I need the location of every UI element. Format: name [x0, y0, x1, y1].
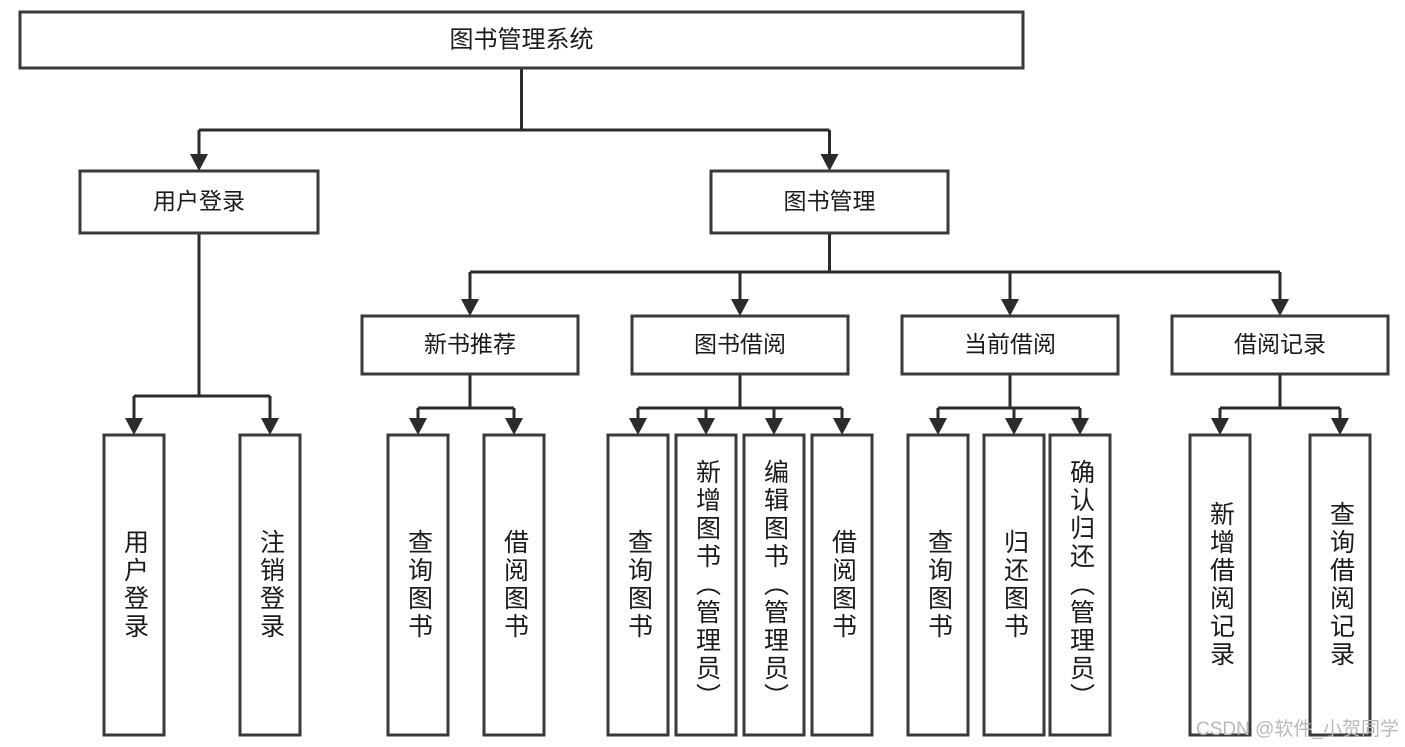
arrow-head-leaf-user-logout: [261, 418, 279, 435]
arrow-head-leaf-borrow-book-2: [833, 418, 851, 435]
node-box-leaf-edit-book[interactable]: [742, 433, 806, 737]
node-label-login: 用户登录: [153, 188, 245, 214]
node-box-leaf-borrow-book-1[interactable]: [482, 433, 546, 737]
node-box-leaf-user-logout[interactable]: [238, 433, 302, 737]
node-box-leaf-add-book[interactable]: [674, 433, 738, 737]
arrow-head-leaf-user-login: [125, 418, 143, 435]
node-box-root[interactable]: [18, 10, 1025, 70]
watermark-text: CSDN @软件_小贺同学: [1196, 719, 1399, 740]
node-label-root: 图书管理系统: [450, 26, 594, 53]
node-box-borrow[interactable]: [630, 314, 850, 376]
node-box-leaf-confirm-return[interactable]: [1048, 433, 1112, 737]
arrow-head-leaf-add-record: [1211, 418, 1229, 435]
node-box-current[interactable]: [900, 314, 1120, 376]
node-box-leaf-add-record[interactable]: [1188, 433, 1252, 737]
arrow-head-leaf-query-record: [1331, 418, 1349, 435]
node-label-newbook: 新书推荐: [424, 331, 516, 357]
arrow-head-login: [190, 154, 208, 171]
node-box-layer: [18, 10, 1390, 737]
arrow-head-current: [1001, 299, 1019, 316]
node-box-leaf-query-book-1[interactable]: [386, 433, 450, 737]
node-box-leaf-return-book[interactable]: [982, 433, 1046, 737]
arrow-head-leaf-query-book-2: [629, 418, 647, 435]
node-box-login[interactable]: [78, 169, 320, 235]
arrow-head-leaf-edit-book: [765, 418, 783, 435]
node-label-borrow: 图书借阅: [694, 331, 786, 357]
connector-layer: [125, 68, 1349, 435]
node-box-newbook[interactable]: [360, 314, 580, 376]
arrow-head-leaf-query-book-1: [409, 418, 427, 435]
arrow-head-leaf-borrow-book-1: [505, 418, 523, 435]
arrow-head-leaf-query-book-3: [929, 418, 947, 435]
node-label-bookmgmt: 图书管理: [784, 188, 876, 214]
node-box-leaf-query-record[interactable]: [1308, 433, 1372, 737]
arrow-head-records: [1271, 299, 1289, 316]
node-label-records: 借阅记录: [1234, 331, 1326, 357]
node-box-leaf-query-book-3[interactable]: [906, 433, 970, 737]
node-box-leaf-borrow-book-2[interactable]: [810, 433, 874, 737]
node-label-current: 当前借阅: [964, 331, 1056, 357]
node-box-records[interactable]: [1170, 314, 1390, 376]
arrow-head-leaf-add-book: [697, 418, 715, 435]
node-box-leaf-query-book-2[interactable]: [606, 433, 670, 737]
arrow-head-newbook: [461, 299, 479, 316]
node-box-leaf-user-login[interactable]: [102, 433, 166, 737]
arrow-head-bookmgmt: [820, 154, 839, 171]
arrow-head-leaf-confirm-return: [1071, 418, 1089, 435]
arrow-head-borrow: [731, 299, 749, 316]
arrow-head-leaf-return-book: [1005, 418, 1023, 435]
node-box-bookmgmt[interactable]: [709, 169, 950, 235]
